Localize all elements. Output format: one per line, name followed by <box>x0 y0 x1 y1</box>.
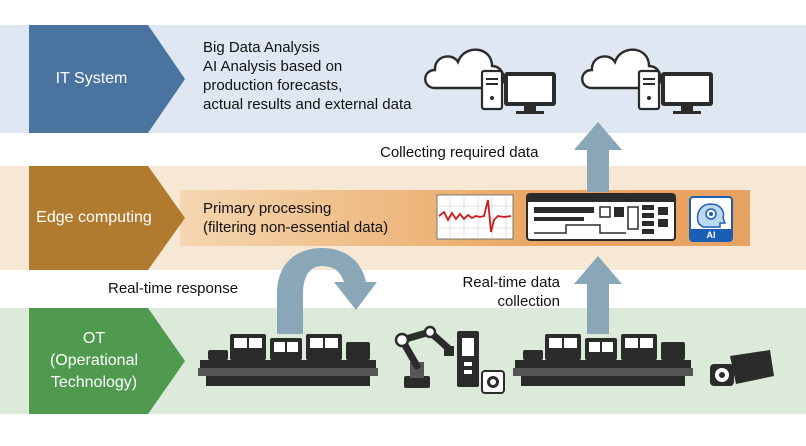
arrow-edge-to-it-head <box>574 122 622 150</box>
ai-brain-icon <box>689 196 733 242</box>
edge-line-1: Primary processing <box>203 200 332 217</box>
server-tower-icon <box>480 69 504 111</box>
arrow-edge-to-it-shaft <box>587 150 609 192</box>
ot-label-line-3: Technology) <box>50 374 138 391</box>
production-line-icon <box>198 334 378 386</box>
it-line-2: AI Analysis based on <box>203 58 343 75</box>
monitor-icon <box>504 72 556 114</box>
camera-icon <box>710 350 774 386</box>
monitor-icon <box>661 72 713 114</box>
ot-label-line-1: OT <box>82 330 106 347</box>
it-line-3: production forecasts, <box>203 77 343 94</box>
realtime-collection-label: Real-time data collection <box>448 273 560 311</box>
it-line-4: actual results and external data <box>203 96 412 113</box>
arrow-ot-to-edge-shaft <box>587 284 609 334</box>
edge-line-2: (filtering non-essential data) <box>203 219 389 236</box>
realtime-collection-line-1: Real-time data <box>462 274 560 291</box>
it-description: Big Data Analysis AI Analysis based on p… <box>203 38 411 114</box>
edge-computing-label: Edge computing <box>36 209 152 226</box>
server-tower-icon <box>637 69 661 111</box>
production-line-icon <box>513 334 693 386</box>
ai-badge-text: AI <box>706 230 716 240</box>
arrow-ot-to-edge-head <box>574 256 622 284</box>
realtime-collection-line-2: collection <box>497 293 560 310</box>
it-line-1: Big Data Analysis <box>203 39 320 56</box>
control-panel-icon <box>526 193 676 241</box>
controller-icon <box>457 331 479 387</box>
it-system-label: IT System <box>55 70 128 87</box>
sensor-icon <box>481 370 505 394</box>
ot-label-line-2: (Operational <box>49 352 139 369</box>
waveform-chart-icon <box>436 194 514 240</box>
edge-description: Primary processing (filtering non-essent… <box>203 199 388 237</box>
collecting-required-data-label: Collecting required data <box>380 144 539 161</box>
robot-arm-icon <box>394 325 454 388</box>
ot-label: OT (Operational Technology) <box>29 308 159 414</box>
realtime-response-label: Real-time response <box>108 280 239 297</box>
